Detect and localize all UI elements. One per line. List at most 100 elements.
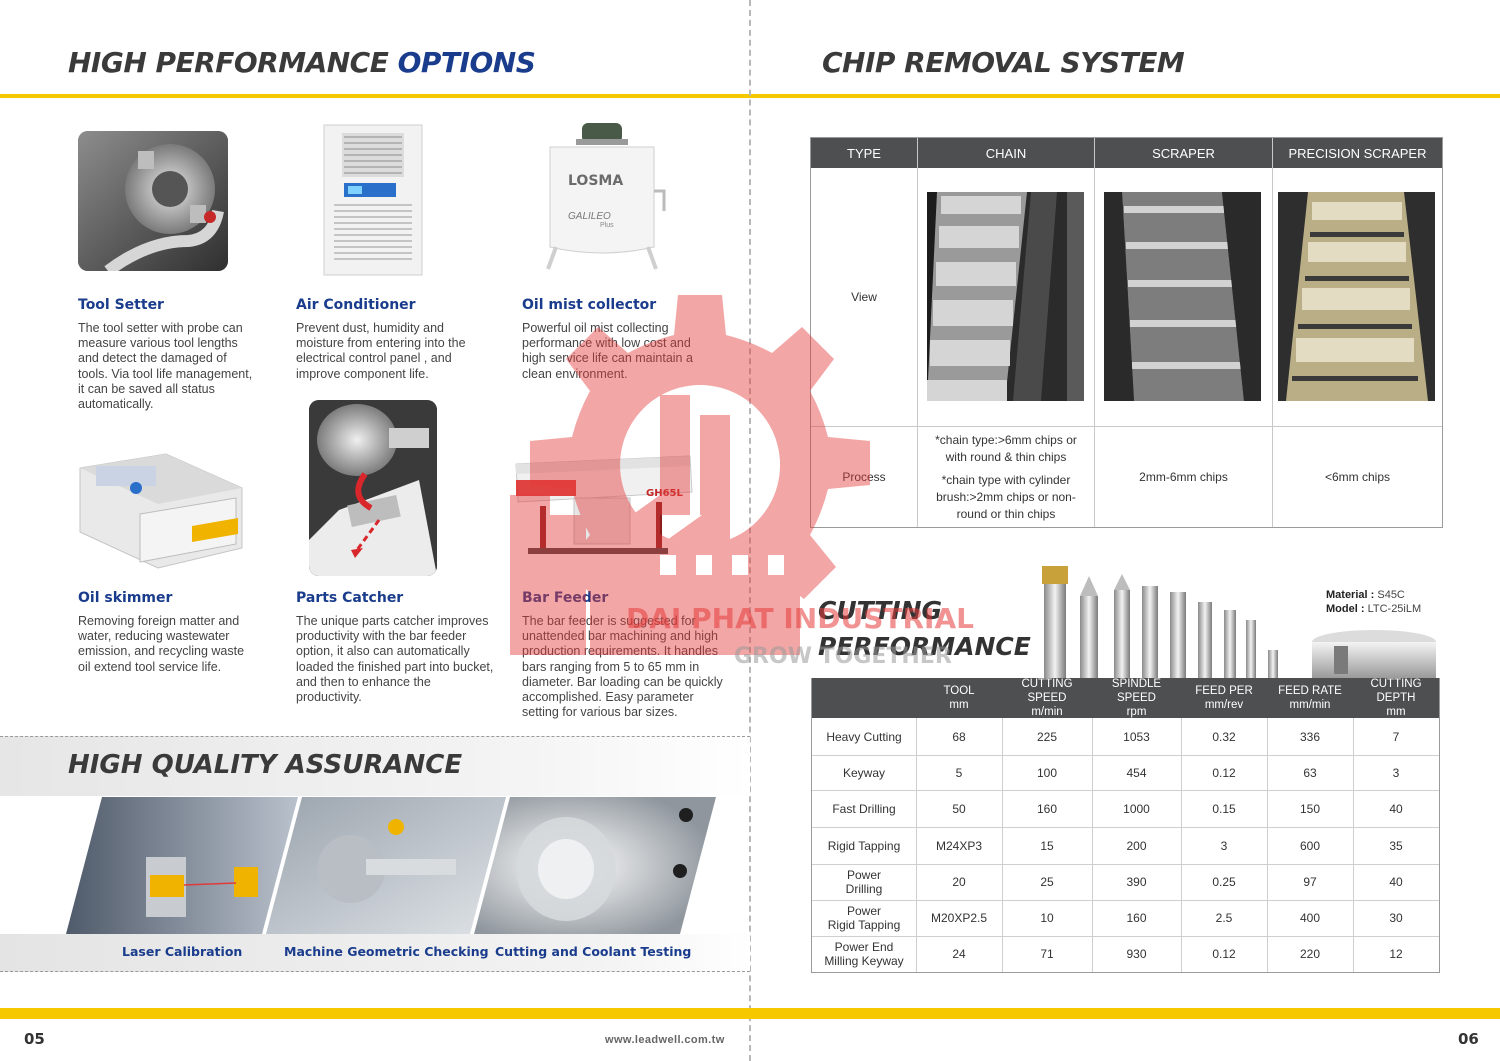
cutting-header-name: SPINDLE SPEED xyxy=(1111,678,1162,704)
chip-process-chain: *chain type:>6mm chips or with round & t… xyxy=(927,430,1085,524)
cutting-operation-label: Fast Drilling xyxy=(832,801,896,816)
cutting-value-cell: 225 xyxy=(1036,729,1058,744)
cutting-column-divider xyxy=(1267,718,1268,972)
cutting-column-divider xyxy=(1181,718,1182,972)
chip-row-label-process: Process xyxy=(811,427,917,527)
chip-process-chain-line1: *chain type:>6mm chips or with round & t… xyxy=(935,432,1077,464)
cutting-value-cell: 454 xyxy=(1126,765,1147,780)
cutting-value-cell: 30 xyxy=(1389,911,1403,925)
cutting-value-cell: 40 xyxy=(1389,801,1403,816)
model-value: LTC-25iLM xyxy=(1367,603,1422,615)
cutting-value-cell: 220 xyxy=(1299,947,1321,961)
air-conditioner-image xyxy=(318,121,428,281)
page-number-right: 06 xyxy=(1458,1030,1479,1048)
scraper-conveyor-image xyxy=(1104,192,1261,401)
losma-logo-text: LOSMA xyxy=(568,173,624,189)
tool-setter-image xyxy=(78,131,228,271)
cutting-operation-label: Power End Milling Keyway xyxy=(824,940,904,968)
parts-catcher-image xyxy=(309,400,437,576)
galileo-logo-text: GALILEO xyxy=(568,211,611,222)
oil-mist-collector-image: LOSMA GALILEO Plus xyxy=(538,121,668,271)
chip-removal-table: TYPE CHAIN SCRAPER PRECISION SCRAPER Vie… xyxy=(810,137,1443,528)
cutting-header-cell: FEED RATE mm/min xyxy=(1267,678,1353,718)
cutting-value-cell: 600 xyxy=(1299,838,1321,853)
website-link[interactable]: www.leadwell.com.tw xyxy=(605,1034,725,1046)
cutting-value-cell: 390 xyxy=(1126,875,1147,889)
product-desc-parts-catcher: The unique parts catcher improves produc… xyxy=(296,614,494,705)
cutting-row-divider xyxy=(812,900,1439,901)
cutting-operation-label: Power Drilling xyxy=(845,868,883,896)
cutting-value-cell: 100 xyxy=(1036,765,1058,780)
cutting-header-name: FEED RATE xyxy=(1278,685,1342,697)
cutting-value-cell: 3 xyxy=(1392,765,1400,780)
cutting-header-cell: SPINDLE SPEED rpm xyxy=(1092,678,1181,718)
cutting-value-cell: 15 xyxy=(1040,838,1054,853)
cutting-value-cell: 400 xyxy=(1299,911,1321,925)
cutting-header-cell: CUTTING DEPTH mm xyxy=(1353,678,1439,718)
cutting-value-cell: 35 xyxy=(1389,838,1403,853)
product-desc-air-conditioner: Prevent dust, humidity and moisture from… xyxy=(296,321,466,381)
quality-heading-band xyxy=(0,736,750,796)
cutting-value-cell: 3 xyxy=(1220,838,1228,853)
cutting-value-cell: 24 xyxy=(952,947,966,961)
quality-heading: HIGH QUALITY ASSURANCE xyxy=(68,750,463,780)
cutting-value-cell: 1053 xyxy=(1123,729,1150,744)
cutting-header-cell: TOOL mm xyxy=(916,678,1002,718)
cutting-row-divider xyxy=(812,864,1439,865)
caption-geometric-checking: Machine Geometric Checking xyxy=(284,944,489,959)
chip-header-chain: CHAIN xyxy=(918,138,1094,168)
cutting-column-divider xyxy=(916,718,917,972)
chip-process-precision: <6mm chips xyxy=(1324,469,1391,484)
cutting-header-name: FEED PER xyxy=(1195,685,1253,697)
cutting-value-cell: 336 xyxy=(1299,729,1321,744)
product-title-oil-mist-collector: Oil mist collector xyxy=(522,297,657,313)
cutting-value-cell: 0.32 xyxy=(1212,729,1236,744)
cutting-header-name: CUTTING SPEED xyxy=(1021,678,1073,704)
cutting-header-unit: rpm xyxy=(1126,706,1147,718)
cutting-tools-image xyxy=(1040,562,1290,678)
quality-photo-strip xyxy=(66,797,716,934)
cutting-header-unit: mm/min xyxy=(1289,699,1331,711)
cutting-value-cell: 2.5 xyxy=(1215,911,1233,925)
cutting-value-cell: 0.15 xyxy=(1212,801,1236,816)
right-page-heading: CHIP REMOVAL SYSTEM xyxy=(822,46,1185,79)
left-page-heading: HIGH PERFORMANCE OPTIONS xyxy=(68,46,536,79)
product-desc-bar-feeder: The bar feeder is suggested for unattend… xyxy=(522,614,723,720)
cutting-value-cell: 1000 xyxy=(1123,801,1150,816)
cutting-value-cell: 160 xyxy=(1036,801,1058,816)
cutting-header-unit: mm xyxy=(949,699,969,711)
cutting-operation-label: Power Rigid Tapping xyxy=(827,904,901,932)
cutting-value-cell: 200 xyxy=(1126,838,1147,853)
material-value: S45C xyxy=(1377,589,1405,601)
cutting-operation-label: Keyway xyxy=(842,765,886,780)
cutting-header-row xyxy=(812,678,1439,718)
cutting-value-cell: 0.12 xyxy=(1212,765,1236,780)
cutting-operation-label: Heavy Cutting xyxy=(826,729,902,744)
bar-feeder-image: GH65L xyxy=(514,452,694,562)
product-desc-oil-skimmer: Removing foreign matter and water, reduc… xyxy=(78,614,245,674)
watermark-text-line2: GROW TOGETHER xyxy=(734,644,952,669)
chip-column-divider xyxy=(1272,138,1273,527)
cutting-value-cell: M20XP2.5 xyxy=(930,911,988,925)
cutting-value-cell: 10 xyxy=(1040,911,1054,925)
cutting-value-cell: 71 xyxy=(1040,947,1054,961)
cutting-column-divider xyxy=(1353,718,1354,972)
cutting-value-cell: 930 xyxy=(1126,947,1147,961)
chip-header-scraper: SCRAPER xyxy=(1095,138,1272,168)
bar-feeder-model-label: GH65L xyxy=(646,488,683,499)
chip-header-type: TYPE xyxy=(811,138,917,168)
product-desc-tool-setter: The tool setter with probe can measure v… xyxy=(78,321,253,412)
cutting-header-unit: mm xyxy=(1386,706,1406,718)
cutting-header-unit: m/min xyxy=(1031,706,1063,718)
product-title-tool-setter: Tool Setter xyxy=(78,297,164,313)
cutting-header-name: TOOL xyxy=(943,685,975,697)
bottom-yellow-rule xyxy=(0,1008,1500,1019)
product-desc-oil-mist-collector: Powerful oil mist collecting performance… xyxy=(522,321,693,381)
cutting-value-cell: 50 xyxy=(952,801,966,816)
cutting-row-divider xyxy=(812,755,1439,756)
heading-main-text: HIGH PERFORMANCE xyxy=(68,46,398,79)
material-label: Material : xyxy=(1326,589,1378,601)
cutting-header-name: CUTTING DEPTH xyxy=(1370,678,1422,704)
gear-watermark-icon xyxy=(510,295,890,745)
